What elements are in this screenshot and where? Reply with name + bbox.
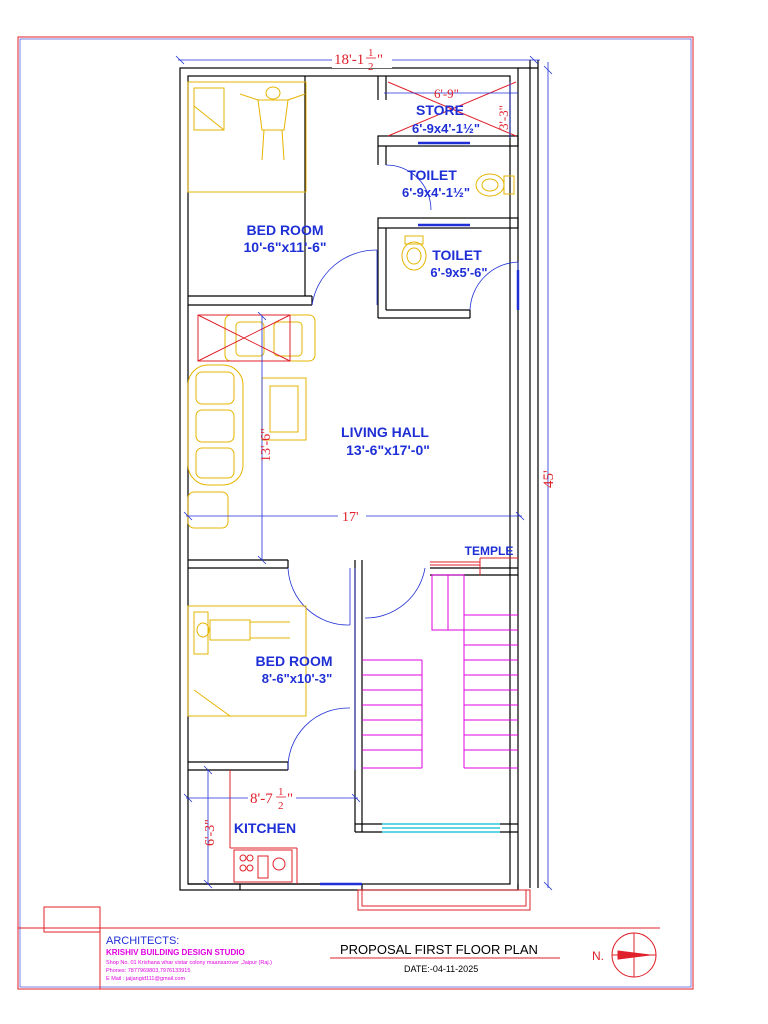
living-furniture: [187, 314, 316, 529]
store-cross: [387, 81, 517, 137]
window-markers: [382, 823, 500, 833]
north-label: N.: [592, 949, 604, 963]
store-size: 6'-9x4'-1½": [412, 121, 480, 136]
plan-date: DATE:-04-11-2025: [404, 964, 478, 974]
temple-name: TEMPLE: [465, 544, 514, 558]
studio-name: KRISHIV BUILDING DESIGN STUDIO: [106, 948, 245, 957]
title-block-frame: [18, 906, 660, 989]
overall-width-tail: ": [377, 52, 383, 68]
studio-email: E Mail : jaijangid111@gmail.com: [106, 976, 185, 982]
north-arrow-icon: [611, 932, 657, 978]
kitchen-width-dim: 8'-7 1 2 ": [248, 786, 296, 812]
staircase: [362, 574, 518, 769]
toilet-1-name: TOILET: [407, 167, 457, 183]
kitchen-depth-text: 6'-3": [203, 819, 218, 846]
kitchen-width-tail: ": [287, 791, 293, 807]
toilet-1-size: 6'-9x4'-1½": [402, 185, 470, 200]
kitchen-name: KITCHEN: [234, 820, 296, 836]
bedroom-2-name: BED ROOM: [256, 653, 333, 669]
living-depth-text: 13'-6": [259, 428, 274, 462]
living-hall-name: LIVING HALL: [341, 424, 429, 440]
kitchen-width-frac-den: 2: [278, 800, 284, 812]
living-hall-size: 13'-6"x17'-0": [346, 442, 430, 458]
entry-step: [357, 889, 531, 911]
store-width-text: 6'-9": [434, 86, 459, 101]
toilet-2-size: 6'-9x5'-6": [430, 265, 487, 280]
overall-length-text: 45': [541, 470, 557, 488]
plan-title: PROPOSAL FIRST FLOOR PLAN: [340, 942, 538, 957]
living-width-text: 17': [342, 510, 359, 525]
living-cross: [197, 314, 291, 362]
kitchen-width-text: 8'-7: [250, 791, 273, 807]
sheet-border: [17, 36, 694, 990]
architects-label: ARCHITECTS:: [106, 935, 179, 947]
store-depth-text: 3'-3": [496, 105, 511, 130]
kitchen-platform: [229, 770, 298, 884]
overall-width-text: 18'-1: [334, 52, 364, 68]
studio-address: Shop No. 01 Krishana vihar vistar colony…: [106, 960, 272, 966]
kitchen-width-frac-num: 1: [278, 786, 284, 798]
ventilators: [320, 141, 520, 886]
overall-width-frac-den: 2: [368, 61, 374, 73]
overall-width-frac-num: 1: [368, 47, 374, 59]
toilet-2-name: TOILET: [432, 247, 482, 263]
studio-phones: Phones: 7877969803,7976133915: [106, 968, 190, 974]
bedroom-2-size: 8'-6"x10'-3": [262, 671, 333, 686]
temple-niche: [430, 557, 518, 575]
toilet-fixtures: [401, 173, 515, 271]
dimension-lines: [175, 55, 553, 891]
bedroom-1-name: BED ROOM: [247, 222, 324, 238]
bedroom-1-size: 10'-6"x11'-6": [244, 239, 327, 255]
store-name: STORE: [416, 102, 464, 118]
overall-width-dim: 18'-1 1 2 ": [332, 46, 392, 73]
bed-2: [187, 605, 307, 717]
bed-1: [187, 81, 307, 193]
